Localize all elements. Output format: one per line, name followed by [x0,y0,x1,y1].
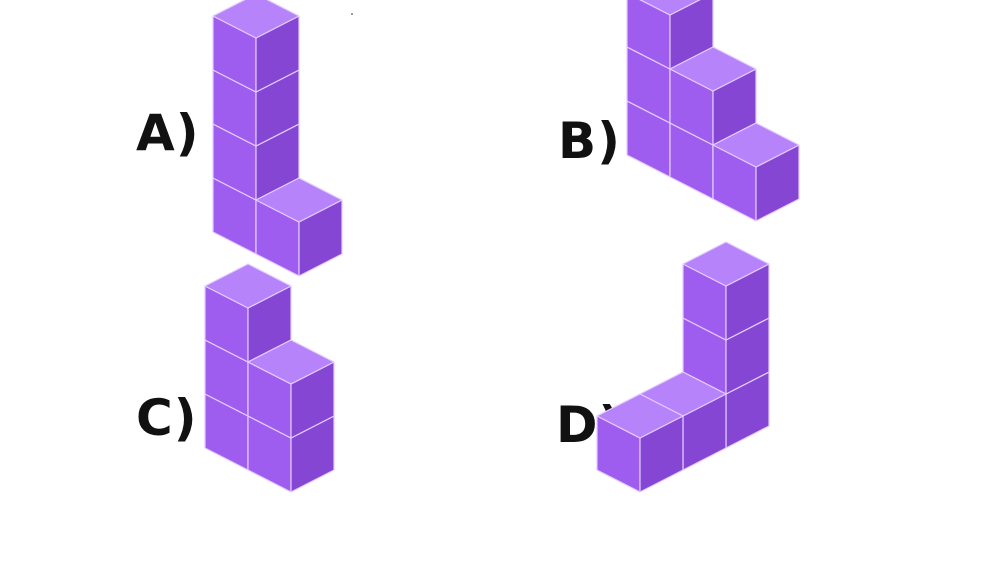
cube-top-face [712,122,800,168]
cube-top-face [596,393,684,439]
cube [596,393,684,493]
structure-a [212,0,343,277]
option-a-label: A) [136,104,200,162]
stray-mark [351,13,353,15]
cube [626,0,714,70]
option-b-label: B) [558,112,621,170]
cube-top-face [247,339,335,385]
structure-c [204,263,335,493]
structure-b [626,0,800,222]
cube-top-face [639,0,701,16]
cube [669,46,757,146]
cube [255,177,343,277]
cube-top-face [212,0,300,39]
cube-top-face [669,46,757,92]
cube-top-face [204,263,292,309]
cube [247,339,335,439]
cube [712,122,800,222]
cube-top-face [682,241,770,287]
cube-top-face [255,177,343,223]
cube [682,241,770,341]
structure-d [596,241,770,493]
cube [212,0,300,93]
option-c-label: C) [136,389,198,447]
cube [204,263,292,363]
